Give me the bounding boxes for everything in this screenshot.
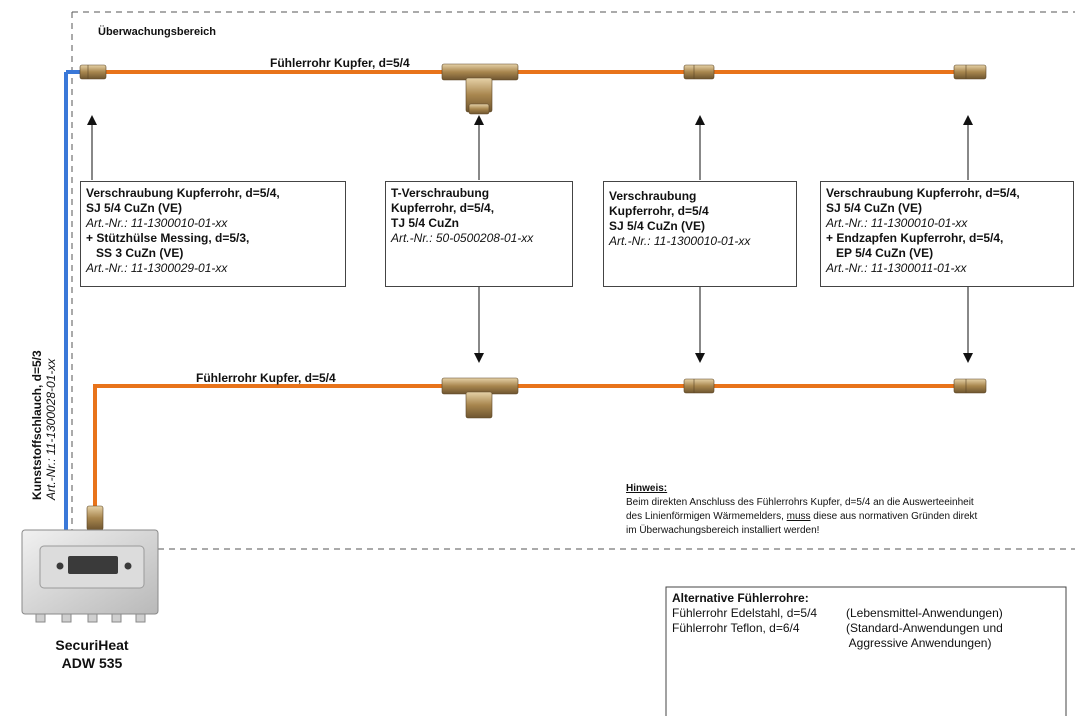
hint-title: Hinweis: <box>626 483 668 494</box>
fitting-tee-bottom <box>441 377 519 419</box>
top-pipe-label: Fühlerrohr Kupfer, d=5/4 <box>270 56 410 70</box>
zone-label: Überwachungsbereich <box>98 26 216 38</box>
hose-label-name: Kunststoffschlauch, d=5/3 <box>30 350 44 500</box>
hint-line-2-pre: des Linienförmigen Wärmemelders, <box>626 511 787 522</box>
alternatives-box-border <box>665 586 1067 716</box>
hose-label-art: Art.-Nr.: 11-1300028-01-xx <box>44 358 58 500</box>
box-line: Art.-Nr.: 11-1300011-01-xx <box>826 261 967 275</box>
box-sj-supportsleeve: Verschraubung Kupferrohr, d=5/4, SJ 5/4 … <box>80 181 346 287</box>
box-line: Art.-Nr.: 11-1300010-01-xx <box>826 216 968 230</box>
box-line: Verschraubung <box>609 189 697 203</box>
device-title-line-2: ADW 535 <box>61 655 123 671</box>
box-line: EP 5/4 CuZn (VE) <box>826 246 934 260</box>
monitoring-zone-boundary <box>71 11 1075 550</box>
box-line: Kupferrohr, d=5/4, <box>391 201 495 215</box>
device-title-line-1: SecuriHeat <box>55 637 129 653</box>
hint-line-3: im Überwachungsbereich installiert werde… <box>626 525 820 536</box>
alternatives-row-use: Aggressive Anwendungen) <box>846 636 992 650</box>
hint-note: Hinweis: Beim direkten Anschluss des Füh… <box>626 482 977 538</box>
hose-label: Kunststoffschlauch, d=5/3 Art.-Nr.: 11-1… <box>30 350 58 500</box>
box-line: SS 3 CuZn (VE) <box>86 246 184 260</box>
box-line: Art.-Nr.: 50-0500208-01-xx <box>391 231 534 245</box>
fitting-endcap-top <box>953 64 987 80</box>
box-line: SJ 5/4 CuZn (VE) <box>609 219 706 233</box>
fitting-tee-top <box>441 63 519 115</box>
fitting-sj-top-mid <box>683 64 715 80</box>
alternatives-row-name <box>672 636 846 651</box>
box-sj-fitting: Verschraubung Kupferrohr, d=5/4 SJ 5/4 C… <box>603 181 797 287</box>
plastic-hose <box>64 70 80 530</box>
box-line: Art.-Nr.: 11-1300010-01-xx <box>609 234 751 248</box>
alternatives-row: Fühlerrohr Edelstahl, d=5/4 (Lebensmitte… <box>672 606 1003 621</box>
box-line: TJ 5/4 CuZn <box>391 216 460 230</box>
arrows <box>87 115 973 363</box>
box-line: Kupferrohr, d=5/4 <box>609 204 709 218</box>
alternatives-row-use: (Lebensmittel-Anwendungen) <box>846 606 1003 620</box>
box-line: SJ 5/4 CuZn (VE) <box>826 201 923 215</box>
fitting-sj-top-left <box>79 64 107 80</box>
alternatives-row-name: Fühlerrohr Edelstahl, d=5/4 <box>672 606 818 620</box>
fitting-sj-bottom-mid <box>683 378 715 394</box>
hint-line-1: Beim direkten Anschluss des Fühlerrohrs … <box>626 497 974 508</box>
box-line: Art.-Nr.: 11-1300010-01-xx <box>86 216 228 230</box>
box-line: T-Verschraubung <box>391 186 490 200</box>
alternatives-box: Alternative Fühlerrohre: Fühlerrohr Edel… <box>672 591 1003 651</box>
box-line: SJ 5/4 CuZn (VE) <box>86 201 183 215</box>
box-line: Verschraubung Kupferrohr, d=5/4, <box>86 186 280 200</box>
fitting-endcap-bottom <box>953 378 987 394</box>
box-line: + Endzapfen Kupferrohr, d=5/4, <box>826 231 1004 245</box>
fitting-sj-device <box>86 505 104 531</box>
box-tee-fitting: T-Verschraubung Kupferrohr, d=5/4, TJ 5/… <box>385 181 573 287</box>
device-adw535 <box>21 529 159 623</box>
alternatives-title: Alternative Fühlerrohre: <box>672 591 809 605</box>
bottom-pipe-label: Fühlerrohr Kupfer, d=5/4 <box>196 371 336 385</box>
hint-line-2-post: diese aus normativen Gründen direkt <box>810 511 978 522</box>
box-line: + Stützhülse Messing, d=5/3, <box>86 231 250 245</box>
alternatives-row: Fühlerrohr Teflon, d=6/4 (Standard-Anwen… <box>672 621 1003 636</box>
box-line: Verschraubung Kupferrohr, d=5/4, <box>826 186 1020 200</box>
hint-line-2-emph: muss <box>786 511 811 522</box>
box-sj-endcap: Verschraubung Kupferrohr, d=5/4, SJ 5/4 … <box>820 181 1074 287</box>
alternatives-row: Aggressive Anwendungen) <box>672 636 1003 651</box>
alternatives-row-name: Fühlerrohr Teflon, d=6/4 <box>672 621 800 635</box>
alternatives-row-use: (Standard-Anwendungen und <box>846 621 1003 635</box>
box-line: Art.-Nr.: 11-1300029-01-xx <box>86 261 228 275</box>
hint-line-2: des Linienförmigen Wärmemelders, muss di… <box>626 510 977 524</box>
copper-pipe-bottom <box>93 384 960 520</box>
device-title: SecuriHeat ADW 535 <box>30 636 154 672</box>
